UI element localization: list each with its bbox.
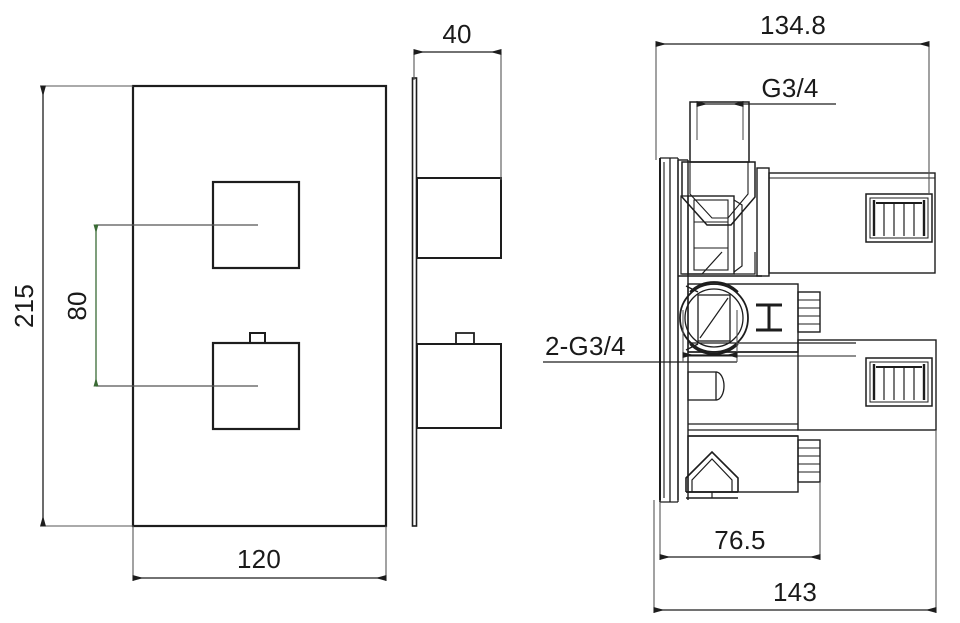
dimension-body-width: 134.8 bbox=[655, 10, 930, 194]
dimension-front-height: 215 bbox=[9, 85, 133, 527]
side-view-lower-handle-tab bbox=[455, 332, 475, 344]
dimension-body-width-label: 134.8 bbox=[760, 10, 826, 40]
section-view: 134.8 G3/4 2-G3/4 76.5 bbox=[543, 10, 937, 613]
front-view-faceplate bbox=[131, 84, 388, 528]
dimension-thread-top-label: G3/4 bbox=[761, 73, 818, 103]
dimension-front-height-label: 215 bbox=[9, 284, 39, 328]
side-view-lower-handle bbox=[416, 343, 502, 429]
side-view: 40 bbox=[411, 19, 502, 527]
dimension-front-width-label: 120 bbox=[237, 544, 281, 574]
dimension-side-depth-label: 40 bbox=[442, 19, 471, 49]
dimension-front-width: 120 bbox=[132, 526, 387, 581]
dimension-thread-top: G3/4 bbox=[696, 73, 836, 140]
front-view-lower-handle-tab bbox=[249, 332, 266, 343]
dimension-front-spacing: 80 bbox=[62, 224, 99, 387]
section-bottom-outlet bbox=[685, 435, 821, 499]
dimension-body-total-label: 143 bbox=[773, 577, 817, 607]
section-thermostatic-barrel bbox=[756, 167, 936, 277]
dimension-front-spacing-label: 80 bbox=[62, 291, 92, 320]
dimension-body-offset: 76.5 bbox=[659, 482, 821, 560]
dimension-body-total: 143 bbox=[653, 430, 937, 613]
dimension-thread-pair: 2-G3/4 bbox=[543, 310, 738, 363]
section-diverter-valve bbox=[679, 281, 821, 355]
section-i-mark bbox=[756, 303, 782, 332]
dimension-side-depth: 40 bbox=[413, 19, 502, 180]
section-upper-thread-port bbox=[865, 193, 933, 243]
front-view: 215 80 120 bbox=[9, 84, 388, 581]
section-lower-thread-port bbox=[865, 357, 933, 407]
dimension-body-offset-label: 76.5 bbox=[714, 525, 765, 555]
dimension-thread-pair-label: 2-G3/4 bbox=[545, 331, 626, 361]
side-view-upper-handle bbox=[416, 177, 502, 259]
